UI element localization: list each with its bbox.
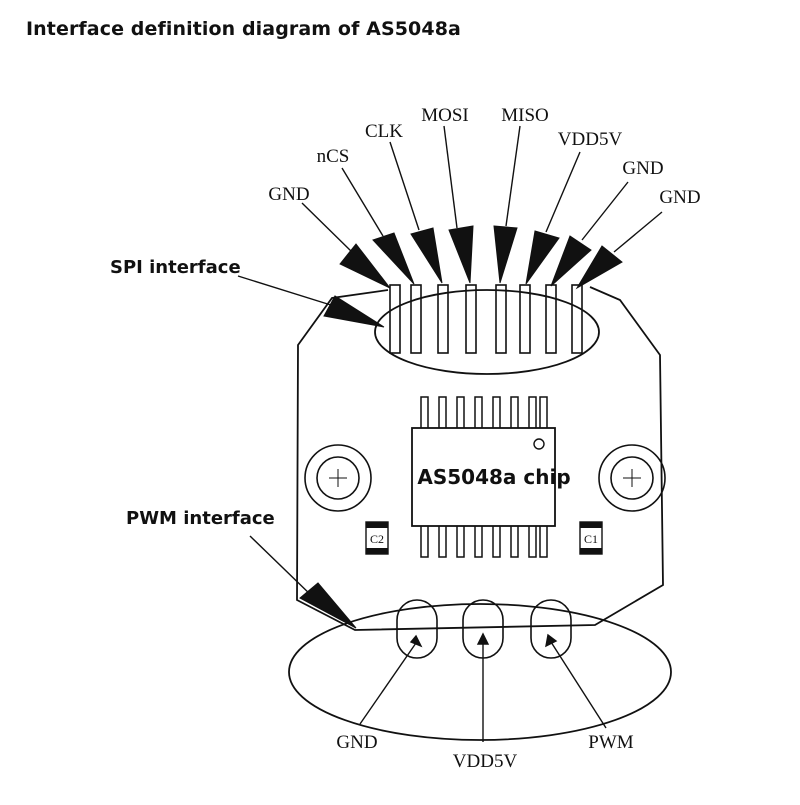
chip-legs-bottom	[420, 524, 548, 558]
svg-text:C2: C2	[370, 532, 384, 546]
chip-label: AS5048a chip	[417, 465, 570, 489]
pwm-interface-label: PWM interface	[126, 508, 275, 529]
capacitor-c1: C1	[579, 521, 603, 555]
spi-pin-label-gnd-2: GND	[622, 158, 663, 179]
spi-callout-arrow	[237, 275, 385, 328]
spi-highlight-ellipse	[374, 289, 600, 375]
page-title: Interface definition diagram of AS5048a	[26, 18, 461, 40]
spi-pin-label-ncs: nCS	[317, 146, 350, 167]
pwm-pin-label-gnd: GND	[336, 732, 377, 753]
spi-header	[389, 284, 583, 354]
pwm-pin-label-pwm: PWM	[588, 732, 634, 753]
pwm-pad-pwm	[530, 599, 572, 659]
board-outline	[296, 286, 664, 631]
spi-pin-arrows	[301, 125, 663, 290]
spi-pin-label-miso: MISO	[501, 105, 549, 126]
pwm-pin-label-vdd5v: VDD5V	[453, 751, 518, 772]
pwm-pin-leaders	[359, 632, 607, 742]
spi-interface-label: SPI interface	[110, 257, 241, 278]
spi-pin-label-mosi: MOSI	[421, 105, 469, 126]
spi-pin-label-gnd-3: GND	[659, 187, 700, 208]
mounting-hole-right	[598, 444, 666, 512]
capacitor-c2: C2	[365, 521, 389, 555]
mounting-hole-left	[304, 444, 372, 512]
spi-pin-labels: GND nCS CLK MOSI MISO VDD5V GND GND	[268, 105, 700, 208]
pwm-callout-arrow	[249, 535, 357, 629]
chip-body	[411, 427, 556, 527]
svg-text:C1: C1	[584, 532, 598, 546]
spi-pin-label-clk: CLK	[365, 121, 403, 142]
pwm-highlight-ellipse	[288, 603, 672, 741]
pwm-pad-gnd	[396, 599, 438, 659]
chip-legs-top	[420, 396, 548, 430]
pwm-pin-labels: GND VDD5V PWM	[336, 732, 633, 772]
spi-pin-label-vdd5v: VDD5V	[558, 129, 623, 150]
spi-pin-label-gnd: GND	[268, 184, 309, 205]
chip-pin1-dot	[533, 438, 545, 450]
